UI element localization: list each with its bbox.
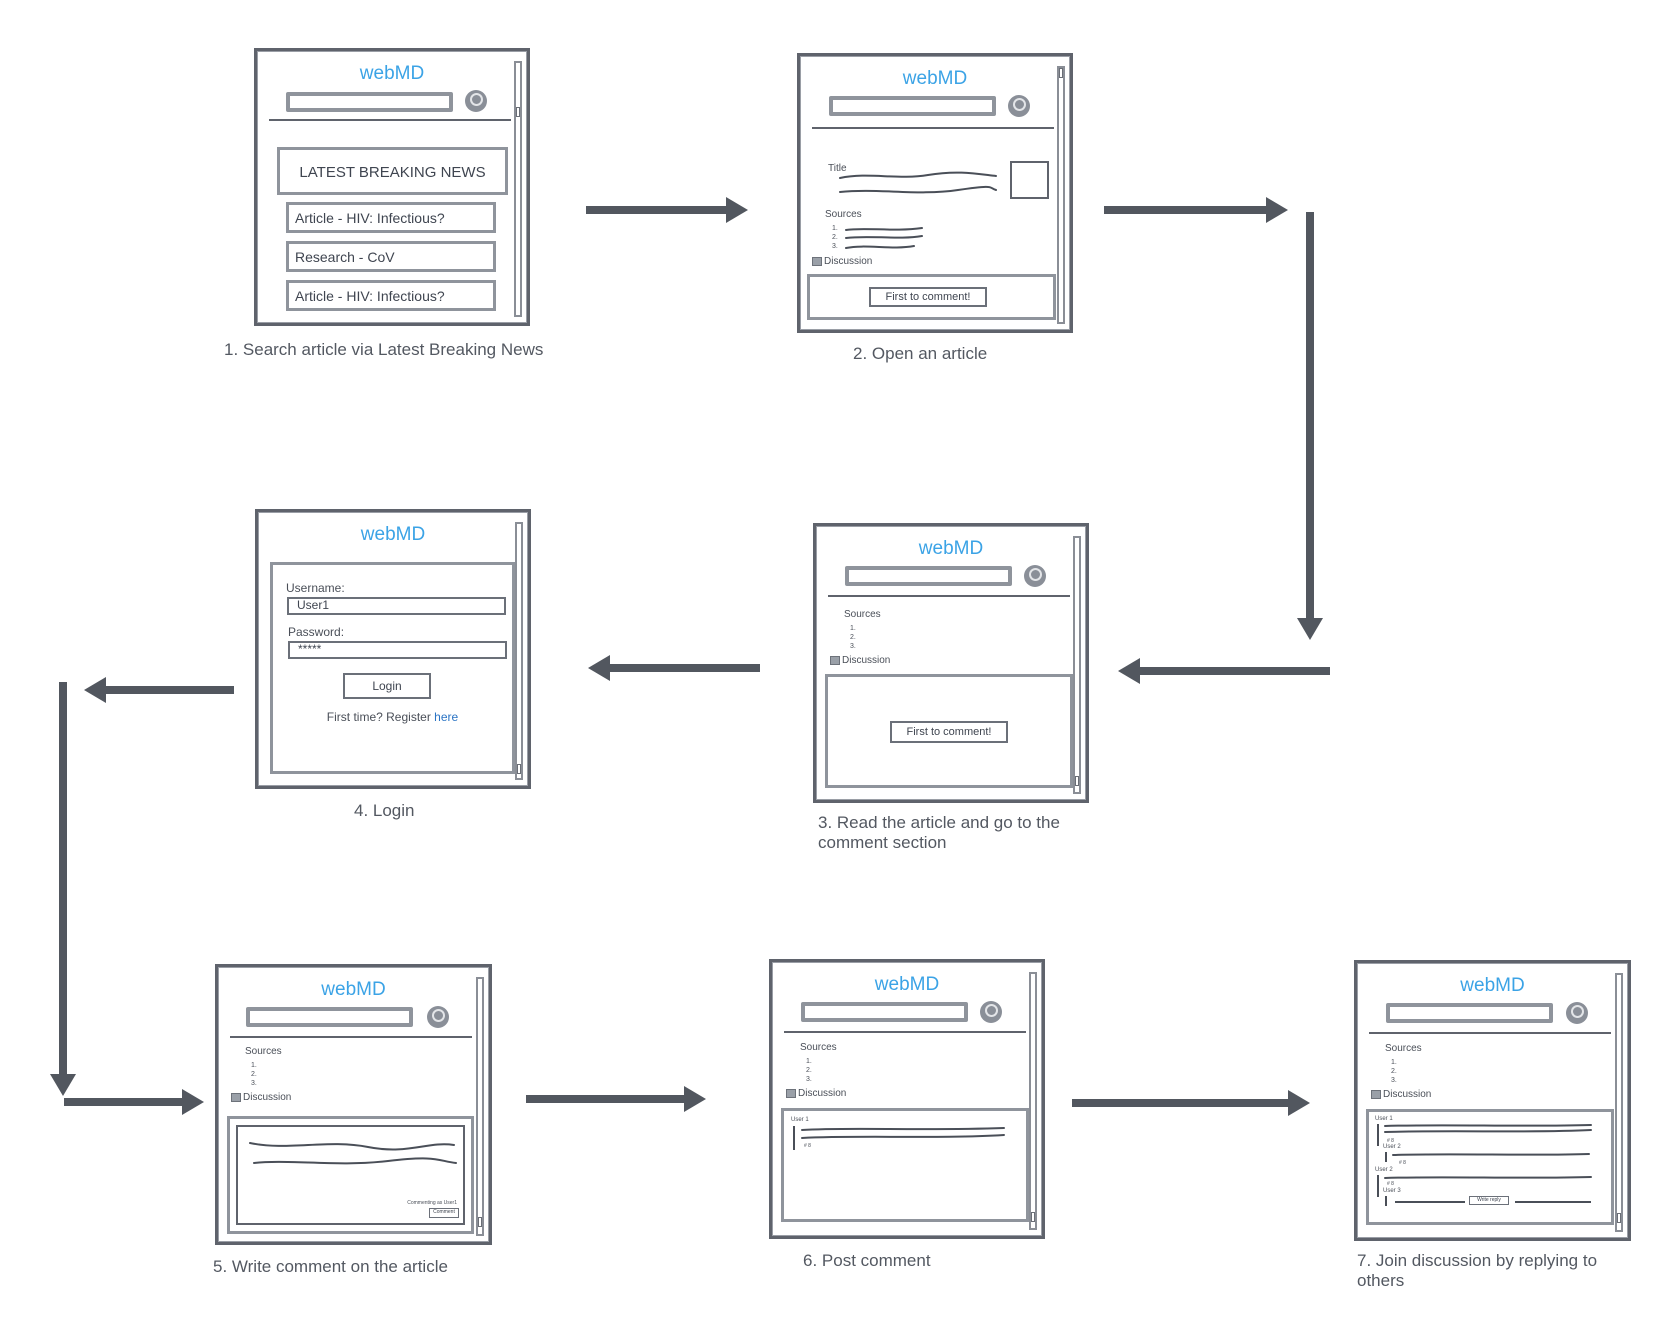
- comment-author: User 1: [1375, 1116, 1393, 1122]
- search-icon[interactable]: [427, 1006, 449, 1028]
- discussion-icon: [830, 655, 840, 665]
- discussion-icon: [1371, 1089, 1381, 1099]
- scrollbar[interactable]: [514, 61, 522, 317]
- first-to-comment-button[interactable]: First to comment!: [890, 721, 1008, 743]
- password-label: Password:: [288, 625, 345, 639]
- article-title-label: Title: [828, 163, 847, 174]
- step-caption: 2. Open an article: [853, 344, 988, 363]
- sources-label: Sources: [245, 1046, 282, 1057]
- step-caption: 4. Login: [354, 801, 415, 820]
- search-input[interactable]: [801, 1002, 968, 1022]
- comment-draft-scribble: [249, 1142, 457, 1165]
- news-item[interactable]: Article - HIV: Infectious?: [286, 202, 496, 233]
- search-input[interactable]: [286, 92, 453, 112]
- screen-step-2: webMD Title Sources 1.2.3. Discussion Fi…: [797, 53, 1073, 333]
- comment-section: User 1 # 8: [781, 1108, 1029, 1222]
- logo: webMD: [918, 538, 984, 559]
- step-caption: 7. Join discussion by replying to others: [1357, 1251, 1598, 1290]
- scrollbar[interactable]: [1029, 972, 1037, 1230]
- discussion-icon: [786, 1088, 796, 1098]
- sources-label: Sources: [800, 1042, 837, 1053]
- search-input[interactable]: [845, 566, 1012, 586]
- discussion-icon: [812, 256, 822, 266]
- comment-section: Commenting as User1 Comment: [227, 1116, 474, 1234]
- scrollbar[interactable]: [476, 977, 484, 1236]
- news-item[interactable]: Article - HIV: Infectious?: [286, 280, 496, 311]
- login-form: Username: User1 Password: ***** Login Fi…: [270, 562, 515, 774]
- logo: webMD: [1460, 975, 1525, 996]
- scrollbar[interactable]: [1073, 536, 1081, 794]
- search-icon[interactable]: [1024, 565, 1046, 587]
- screen-step-6: webMD Sources 1.2.3. Discussion User 1 #…: [769, 959, 1045, 1239]
- sources-list: 1.2.3.: [251, 1062, 257, 1087]
- reply-author: User 3: [1383, 1188, 1401, 1194]
- sources-list: 1.2.3.: [850, 625, 856, 650]
- discussion-icon: [231, 1092, 241, 1102]
- search-input[interactable]: [829, 96, 996, 116]
- vote-count[interactable]: # 8: [1387, 1181, 1394, 1187]
- search-icon[interactable]: [1566, 1002, 1588, 1024]
- sources-list: 1.2.3.: [1391, 1059, 1397, 1084]
- comment-scribble: [801, 1127, 1005, 1139]
- sources-list: 1.2.3.: [806, 1058, 812, 1083]
- commenting-as-label: Commenting as User1: [407, 1200, 457, 1206]
- logo: webMD: [874, 974, 940, 995]
- news-item[interactable]: Research - CoV: [286, 241, 496, 272]
- discussion-label: Discussion: [786, 1088, 846, 1099]
- comment-section: First to comment!: [825, 674, 1073, 788]
- search-icon[interactable]: [465, 90, 487, 112]
- sources-scribble: [845, 227, 923, 249]
- logo: webMD: [359, 63, 425, 84]
- username-field[interactable]: User1: [287, 597, 506, 615]
- comment-author: User 1: [791, 1117, 809, 1123]
- discussion-label: Discussion: [812, 256, 872, 267]
- screen-step-4: webMD Username: User1 Password: ***** Lo…: [255, 509, 531, 789]
- step-caption: 3. Read the article and go to the commen…: [818, 813, 1060, 852]
- comment-author: User 2: [1375, 1167, 1393, 1173]
- register-link[interactable]: here: [434, 710, 459, 724]
- screen-step-1: webMD LATEST BREAKING NEWS Article - HIV…: [254, 48, 530, 326]
- search-icon[interactable]: [1008, 95, 1030, 117]
- reply-author: User 2: [1383, 1144, 1401, 1150]
- username-label: Username:: [286, 581, 345, 595]
- logo: webMD: [360, 524, 426, 545]
- search-input[interactable]: [1386, 1003, 1553, 1023]
- screen-step-3: webMD Sources 1.2.3. Discussion First to…: [813, 523, 1089, 803]
- password-field[interactable]: *****: [288, 641, 507, 659]
- sources-label: Sources: [1385, 1043, 1422, 1054]
- article-image-placeholder: [1010, 161, 1049, 199]
- latest-news-banner: LATEST BREAKING NEWS: [277, 147, 508, 195]
- step-caption: 6. Post comment: [803, 1251, 931, 1270]
- screen-step-5: webMD Sources 1.2.3. Discussion Commenti…: [215, 964, 492, 1245]
- logo: webMD: [902, 68, 968, 89]
- step-caption: 5. Write comment on the article: [213, 1257, 448, 1276]
- discussion-label: Discussion: [231, 1092, 291, 1103]
- first-to-comment-button[interactable]: First to comment!: [869, 287, 987, 307]
- write-reply-button[interactable]: Write reply: [1469, 1196, 1509, 1205]
- comment-section: First to comment!: [807, 274, 1056, 320]
- sources-label: Sources: [844, 609, 881, 620]
- sources-list: 1.2.3.: [832, 225, 838, 250]
- screen-step-7: webMD Sources 1.2.3. Discussion User 1 #…: [1354, 960, 1631, 1241]
- vote-count[interactable]: # 8: [804, 1143, 811, 1149]
- search-input[interactable]: [246, 1007, 413, 1027]
- vote-count[interactable]: # 8: [1399, 1160, 1406, 1166]
- scrollbar[interactable]: [1615, 973, 1623, 1232]
- vote-count[interactable]: # 8: [1387, 1138, 1394, 1144]
- register-prompt: First time? Register here: [326, 710, 459, 724]
- logo: webMD: [321, 979, 386, 1000]
- discussion-label: Discussion: [1371, 1089, 1431, 1100]
- comment-button[interactable]: Comment: [429, 1208, 459, 1218]
- discussion-label: Discussion: [830, 655, 890, 666]
- search-icon[interactable]: [980, 1001, 1002, 1023]
- sources-label: Sources: [825, 209, 862, 220]
- step-caption: 1. Search article via Latest Breaking Ne…: [224, 340, 544, 359]
- scrollbar[interactable]: [515, 522, 523, 780]
- title-scribble: [839, 171, 997, 194]
- discussion-thread: User 1 # 8 User 2 # 8 User 2 # 8 User 3 …: [1366, 1109, 1614, 1225]
- scrollbar[interactable]: [1057, 66, 1065, 324]
- login-button[interactable]: Login: [343, 673, 431, 699]
